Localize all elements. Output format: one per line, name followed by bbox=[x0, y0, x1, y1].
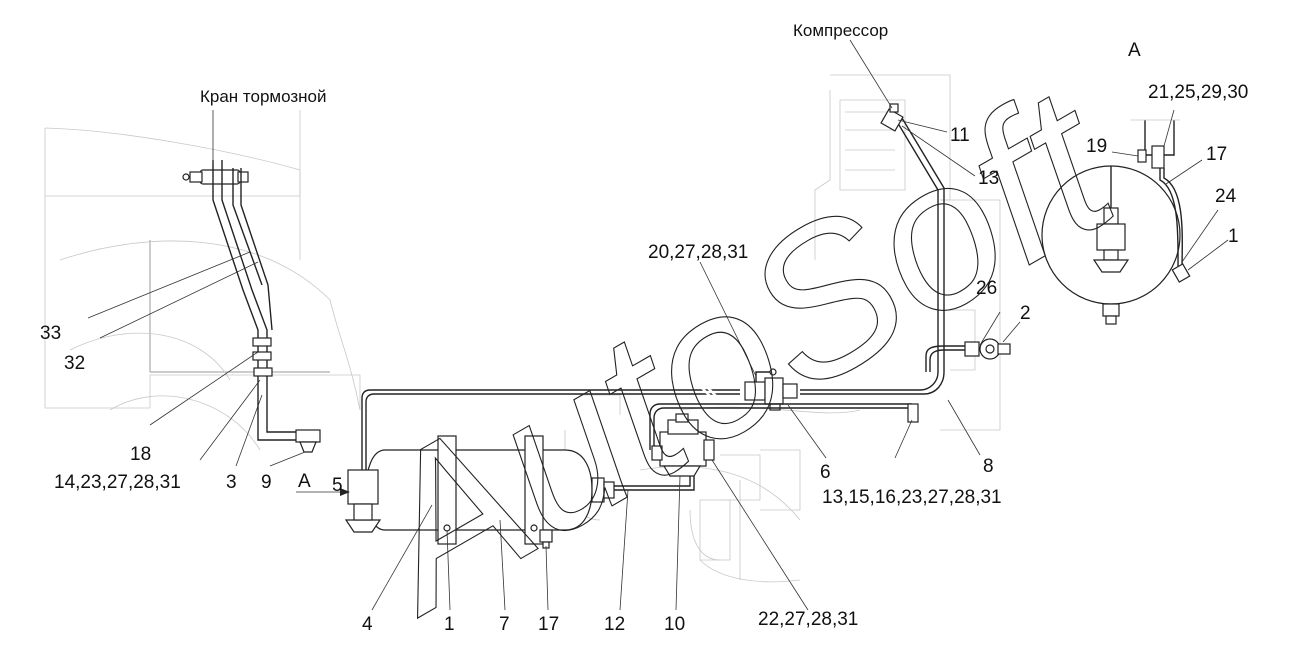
callout-13-group: 13,15,16,23,27,28,31 bbox=[822, 487, 1002, 508]
callout-13: 13 bbox=[978, 168, 999, 189]
callout-9: 9 bbox=[261, 472, 272, 493]
callout-1-bottom: 1 bbox=[444, 614, 455, 635]
brake-valve-assembly bbox=[182, 160, 321, 453]
callout-3: 3 bbox=[226, 472, 237, 493]
callout-20: 20,27,28,31 bbox=[648, 242, 748, 263]
shutoff-valve bbox=[744, 368, 798, 411]
caption-brake-valve: Кран тормозной bbox=[200, 87, 327, 106]
callout-33: 33 bbox=[40, 323, 61, 344]
callout-17-view: 17 bbox=[1206, 144, 1227, 165]
callout-2: 2 bbox=[1020, 303, 1031, 324]
callout-32: 32 bbox=[64, 353, 85, 374]
leader-lines bbox=[87, 39, 1229, 611]
caption-view-a-title: А bbox=[1128, 40, 1141, 61]
air-receiver-tank bbox=[344, 435, 615, 549]
callout-14: 14,23,27,28,31 bbox=[54, 472, 181, 493]
callout-5: 5 bbox=[332, 475, 343, 496]
callout-11: 11 bbox=[950, 125, 970, 146]
watermark-text: AutoSoft bbox=[322, 42, 1153, 652]
watermark: AutoSoft bbox=[321, 41, 1153, 652]
callout-8: 8 bbox=[983, 456, 994, 477]
callout-24: 24 bbox=[1215, 186, 1237, 207]
callout-18: 18 bbox=[130, 444, 151, 465]
callout-1-view: 1 bbox=[1228, 226, 1239, 247]
callout-17-bottom: 17 bbox=[538, 614, 559, 635]
callout-10: 10 bbox=[664, 614, 685, 635]
caption-compressor: Компрессор bbox=[793, 21, 888, 40]
callout-4: 4 bbox=[362, 614, 373, 635]
chassis-outline bbox=[44, 74, 1001, 583]
callout-21: 21,25,29,30 bbox=[1148, 82, 1248, 103]
outlet-fitting bbox=[964, 338, 1011, 360]
callout-26: 26 bbox=[976, 278, 997, 299]
callout-7: 7 bbox=[499, 614, 510, 635]
callout-12: 12 bbox=[604, 614, 625, 635]
compressor-fitting bbox=[880, 103, 904, 132]
callout-22: 22,27,28,31 bbox=[758, 609, 858, 630]
callout-19: 19 bbox=[1086, 136, 1107, 157]
pressure-regulator bbox=[651, 413, 715, 477]
callout-6: 6 bbox=[820, 462, 831, 483]
main-air-line bbox=[361, 117, 965, 470]
view-arrow bbox=[296, 488, 350, 496]
caption-view-a-arrow: А bbox=[298, 471, 311, 492]
detail-view-a bbox=[1041, 119, 1191, 325]
